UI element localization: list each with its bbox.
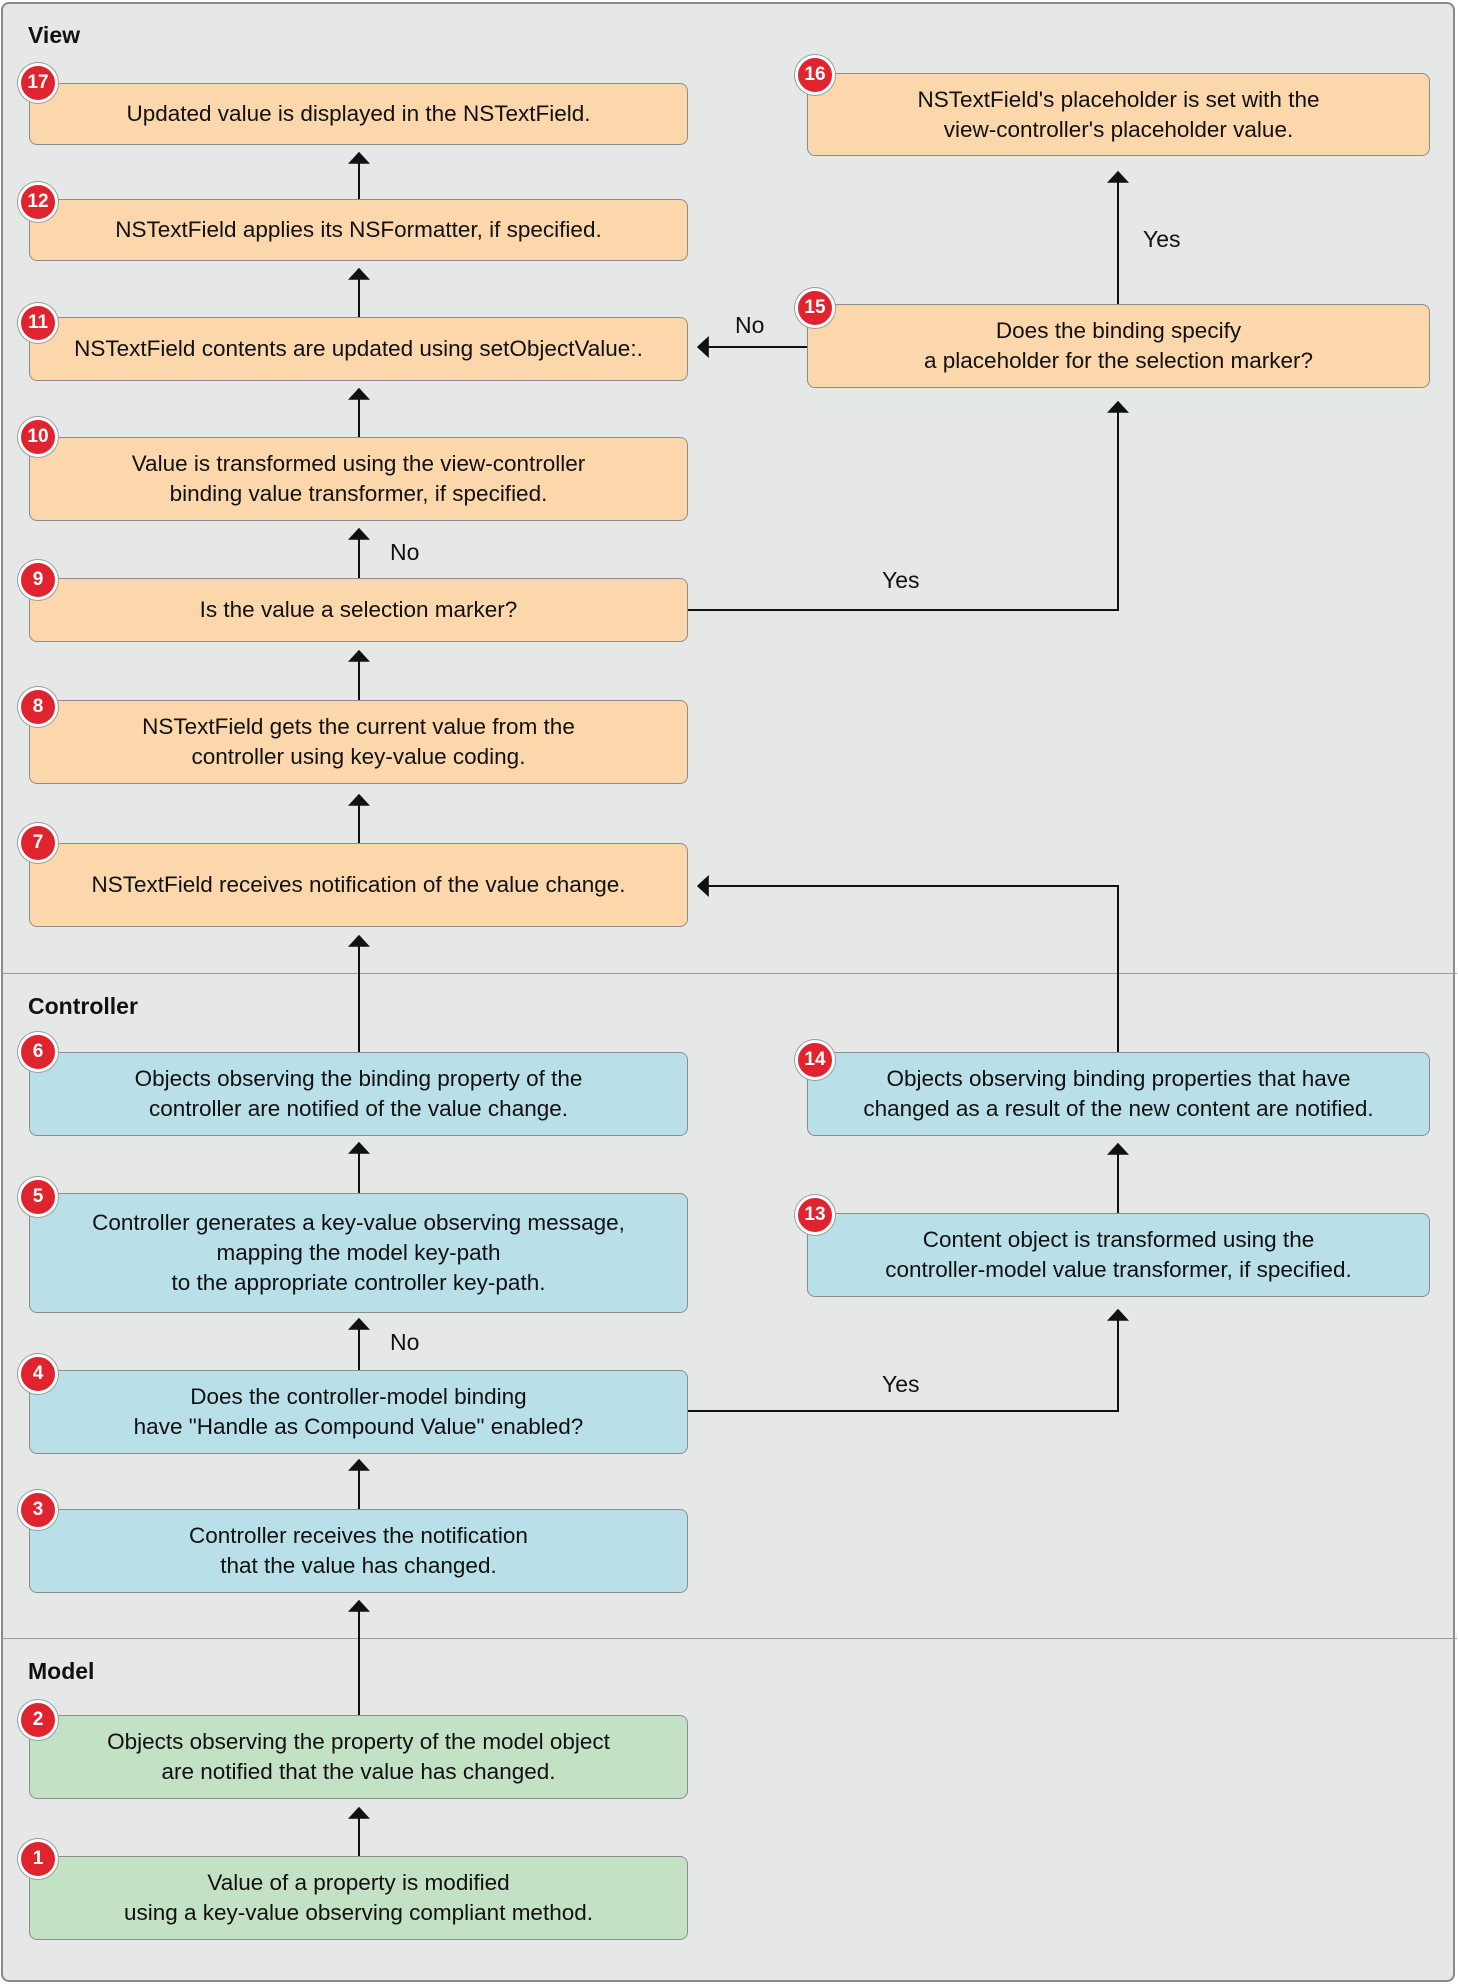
step-14-box: Objects observing binding properties tha…: [807, 1052, 1430, 1136]
arrow-14-to-7: [696, 875, 1119, 1052]
step-16-badge: 16: [795, 55, 835, 95]
step-17-box: Updated value is displayed in the NSText…: [29, 83, 688, 145]
step-13-box: Content object is transformed using the …: [807, 1213, 1430, 1297]
section-label-view: View: [28, 22, 80, 48]
step-1-badge: 1: [18, 1839, 58, 1879]
step-5-text: Controller generates a key-value observi…: [92, 1210, 625, 1295]
step-4-box: Does the controller-model binding have "…: [29, 1370, 688, 1454]
step-2-badge: 2: [18, 1700, 58, 1740]
step-5-badge: 5: [18, 1177, 58, 1217]
step-6-box: Objects observing the binding property o…: [29, 1052, 688, 1136]
step-12-text: NSTextField applies its NSFormatter, if …: [115, 217, 602, 242]
step-9-box: Is the value a selection marker?: [29, 578, 688, 642]
step-10-text: Value is transformed using the view-cont…: [131, 451, 586, 506]
step-15-box: Does the binding specify a placeholder f…: [807, 304, 1430, 388]
step-15-badge: 15: [795, 288, 835, 328]
step-6-text: Objects observing the binding property o…: [134, 1066, 583, 1121]
step-12-box: NSTextField applies its NSFormatter, if …: [29, 199, 688, 261]
step-8-box: NSTextField gets the current value from …: [29, 700, 688, 784]
step-13-badge: 13: [795, 1195, 835, 1235]
step-1-box: Value of a property is modified using a …: [29, 1856, 688, 1940]
arrow-9-to-15: [688, 400, 1129, 611]
edge-label-4-yes: Yes: [882, 1371, 920, 1397]
step-16-box: NSTextField's placeholder is set with th…: [807, 73, 1430, 156]
edge-label-4-no: No: [390, 1329, 420, 1355]
step-4-badge: 4: [18, 1354, 58, 1394]
step-17-text: Updated value is displayed in the NSText…: [126, 101, 591, 126]
step-10-box: Value is transformed using the view-cont…: [29, 437, 688, 521]
edge-label-9-yes: Yes: [882, 567, 920, 593]
view-controller-divider: [1, 973, 1457, 974]
step-7-text: NSTextField receives notification of the…: [91, 872, 626, 897]
step-4-text: Does the controller-model binding have "…: [133, 1384, 584, 1439]
step-13-text: Content object is transformed using the …: [885, 1227, 1352, 1282]
edge-label-15-no: No: [735, 312, 765, 338]
arrow-4-to-13: [688, 1308, 1129, 1412]
step-16-text: NSTextField's placeholder is set with th…: [917, 86, 1320, 142]
step-11-badge: 11: [18, 303, 58, 343]
step-2-box: Objects observing the property of the mo…: [29, 1715, 688, 1799]
step-5-box: Controller generates a key-value observi…: [29, 1193, 688, 1313]
section-label-model: Model: [28, 1658, 95, 1684]
step-2-text: Objects observing the property of the mo…: [107, 1729, 610, 1784]
step-1-text: Value of a property is modified using a …: [123, 1870, 593, 1925]
step-3-text: Controller receives the notification tha…: [189, 1523, 528, 1578]
section-label-controller: Controller: [28, 993, 138, 1019]
step-15-text: Does the binding specify a placeholder f…: [924, 318, 1313, 373]
step-14-badge: 14: [795, 1040, 835, 1080]
step-10-badge: 10: [18, 417, 58, 457]
step-6-badge: 6: [18, 1032, 58, 1072]
step-17-badge: 17: [18, 63, 58, 103]
controller-model-divider: [1, 1638, 1457, 1639]
step-9-badge: 9: [18, 560, 58, 600]
step-3-box: Controller receives the notification tha…: [29, 1509, 688, 1593]
step-3-badge: 3: [18, 1490, 58, 1530]
edge-label-15-yes: Yes: [1143, 226, 1181, 252]
step-11-text: NSTextField contents are updated using s…: [74, 336, 643, 361]
step-8-badge: 8: [18, 687, 58, 727]
step-11-box: NSTextField contents are updated using s…: [29, 317, 688, 381]
step-9-text: Is the value a selection marker?: [199, 597, 518, 622]
step-14-text: Objects observing binding properties tha…: [863, 1066, 1374, 1121]
step-7-badge: 7: [18, 823, 58, 863]
step-8-text: NSTextField gets the current value from …: [142, 714, 575, 769]
edge-label-9-no: No: [390, 539, 420, 565]
step-7-box: NSTextField receives notification of the…: [29, 843, 688, 927]
step-12-badge: 12: [18, 182, 58, 222]
